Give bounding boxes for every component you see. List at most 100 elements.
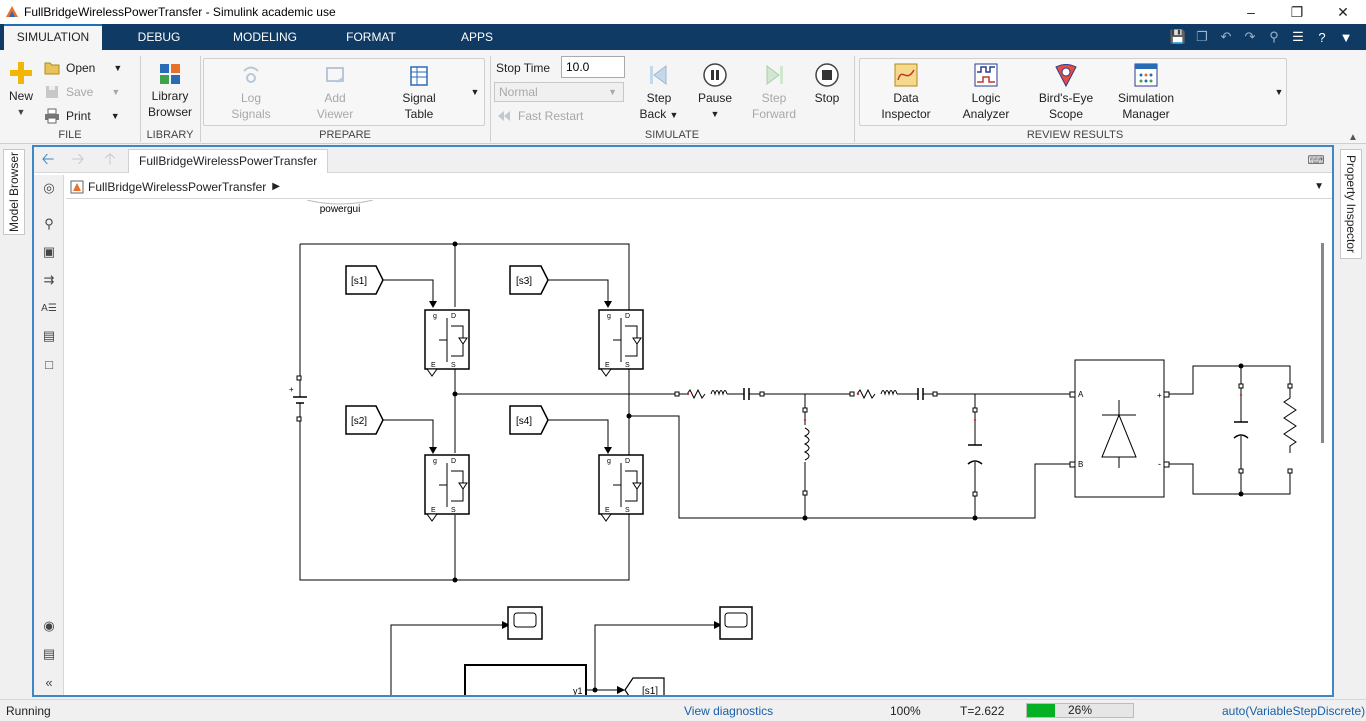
scope-2[interactable]: [719, 606, 753, 640]
scope-1[interactable]: [507, 606, 543, 640]
solver-link[interactable]: auto(VariableStepDiscrete): [1222, 704, 1366, 718]
step-forward-icon: [766, 65, 783, 85]
breadcrumb-model[interactable]: FullBridgeWirelessPowerTransfer: [88, 179, 267, 194]
collapse-toolbar-icon[interactable]: «: [45, 674, 53, 690]
chevron-down-icon: ▼: [669, 110, 679, 120]
data-inspector-button[interactable]: Data Inspector: [870, 62, 942, 122]
circuit-diagram: powergui: [289, 200, 1297, 695]
from-block-s2[interactable]: [s2]: [345, 405, 384, 435]
stop-time-input[interactable]: [561, 56, 625, 78]
from-block-s1[interactable]: [s1]: [345, 265, 384, 295]
powergui-label: powergui: [320, 204, 361, 215]
community-icon[interactable]: ☰: [1292, 29, 1304, 44]
open-button[interactable]: Open ▼: [44, 60, 122, 76]
step-forward-button[interactable]: Step Forward: [748, 62, 800, 122]
help-icon[interactable]: ?: [1318, 29, 1326, 45]
left-dock: Model Browser: [0, 145, 28, 697]
data-inspector-label-2: Inspector: [881, 107, 931, 121]
image-icon[interactable]: ▤: [42, 328, 56, 343]
model-browser-tab[interactable]: Model Browser: [3, 149, 25, 235]
minimize-button[interactable]: –: [1247, 4, 1255, 20]
from-tag-label: [s1]: [351, 276, 367, 287]
mosfet-q1[interactable]: g D E S: [424, 309, 470, 377]
copy-quick-icon[interactable]: ❐: [1196, 29, 1208, 44]
tab-debug[interactable]: DEBUG: [137, 30, 181, 44]
simulation-manager-button[interactable]: Simulation Manager: [1108, 62, 1184, 122]
library-grid-icon: [160, 64, 180, 84]
hide-show-icon[interactable]: ◎: [43, 180, 55, 195]
breadcrumb: FullBridgeWirelessPowerTransfer ▶ ▼: [66, 175, 1332, 199]
pause-button[interactable]: Pause ▼: [694, 62, 736, 122]
undo-icon[interactable]: ↶: [1220, 29, 1232, 44]
keyboard-icon[interactable]: ⌨: [1307, 153, 1325, 167]
chevron-down-icon[interactable]: ▼: [1314, 181, 1324, 192]
back-arrow-icon[interactable]: 🡠: [41, 151, 55, 168]
powergui-block[interactable]: [306, 200, 374, 205]
simulation-mode-select[interactable]: Normal ▼: [494, 82, 624, 102]
new-button[interactable]: New ▼: [4, 60, 38, 120]
fit-to-view-icon[interactable]: ▣: [42, 244, 56, 259]
forward-arrow-icon[interactable]: 🡢: [71, 151, 85, 168]
vertical-scrollbar[interactable]: [1321, 243, 1324, 443]
window-title: FullBridgeWirelessPowerTransfer - Simuli…: [24, 5, 336, 19]
annotation-icon[interactable]: A☰: [41, 302, 57, 314]
pin-gate-label: g: [607, 458, 611, 465]
mosfet-q3[interactable]: g D E S: [598, 309, 644, 377]
birds-eye-scope-button[interactable]: Bird's-Eye Scope: [1030, 62, 1102, 122]
collapse-ribbon-button[interactable]: ▲: [1346, 130, 1360, 146]
property-table-icon[interactable]: ▤: [42, 646, 56, 661]
log-label-1: Log: [240, 91, 262, 105]
fast-restart-button[interactable]: Fast Restart: [496, 108, 583, 124]
step-back-button[interactable]: Step Back ▼: [636, 62, 682, 123]
log-signals-button[interactable]: Log Signals: [226, 64, 276, 122]
chevron-down-icon[interactable]: ▼: [1339, 29, 1353, 45]
search-icon[interactable]: ⚲: [1269, 29, 1279, 44]
chevron-down-icon: ▼: [1274, 87, 1284, 97]
prepare-expand-button[interactable]: ▼: [468, 84, 482, 100]
save-quick-icon[interactable]: 💾: [1169, 29, 1187, 44]
save-button[interactable]: Save ▼: [44, 84, 120, 100]
property-inspector-tab[interactable]: Property Inspector: [1340, 149, 1362, 259]
close-button[interactable]: ✕: [1337, 3, 1349, 20]
view-diagnostics-link[interactable]: View diagnostics: [684, 704, 774, 718]
birds-eye-scope-icon: [1055, 64, 1077, 88]
goto-block-s1[interactable]: [s1]: [624, 677, 665, 695]
library-label-2: Browser: [147, 105, 192, 119]
area-icon[interactable]: □: [45, 356, 53, 372]
print-button[interactable]: Print ▼: [44, 108, 120, 124]
restore-button[interactable]: ❐: [1290, 3, 1304, 20]
arrow-route-icon[interactable]: ⇉: [43, 272, 55, 287]
chevron-down-icon: ▼: [710, 109, 720, 119]
separator: [140, 56, 141, 142]
tab-simulation[interactable]: SIMULATION: [4, 24, 102, 50]
stop-icon: [815, 63, 839, 87]
section-simulate: SIMULATE: [644, 129, 700, 141]
printer-icon: [45, 108, 59, 124]
logic-analyzer-button[interactable]: Logic Analyzer: [950, 62, 1022, 122]
tab-modeling[interactable]: MODELING: [232, 30, 297, 44]
redo-icon[interactable]: ↷: [1244, 29, 1256, 44]
add-viewer-button[interactable]: Add Viewer: [310, 64, 360, 122]
from-block-s3[interactable]: [s3]: [509, 265, 549, 295]
camera-icon[interactable]: ◉: [43, 618, 55, 633]
log-label-2: Signals: [231, 107, 271, 121]
model-canvas[interactable]: powergui: [65, 200, 1332, 695]
tab-format[interactable]: FORMAT: [346, 30, 396, 44]
tab-apps[interactable]: APPS: [460, 30, 493, 44]
section-review-results: REVIEW RESULTS: [1026, 129, 1124, 141]
signal-table-button[interactable]: Signal Table: [394, 64, 444, 122]
up-arrow-icon[interactable]: 🡡: [104, 151, 116, 168]
from-block-s4[interactable]: [s4]: [509, 405, 549, 435]
mosfet-q4[interactable]: g D E S: [598, 454, 644, 522]
model-tab[interactable]: FullBridgeWirelessPowerTransfer: [128, 149, 329, 173]
zoom-icon[interactable]: ⚲: [44, 216, 54, 231]
section-file: FILE: [58, 129, 82, 141]
simulation-manager-label-2: Manager: [1122, 107, 1170, 121]
step-back-icon: [650, 65, 667, 85]
stop-button[interactable]: Stop: [808, 62, 846, 106]
mosfet-q2[interactable]: g D E S: [424, 454, 470, 522]
editor-toolbar: ◎ ⚲ ▣ ⇉ A☰ ▤ □ ◉ ▤ «: [34, 175, 64, 695]
simulation-time: T=2.622: [960, 704, 1005, 718]
review-expand-button[interactable]: ▼: [1272, 84, 1286, 100]
library-browser-button[interactable]: Library Browser: [146, 62, 194, 120]
